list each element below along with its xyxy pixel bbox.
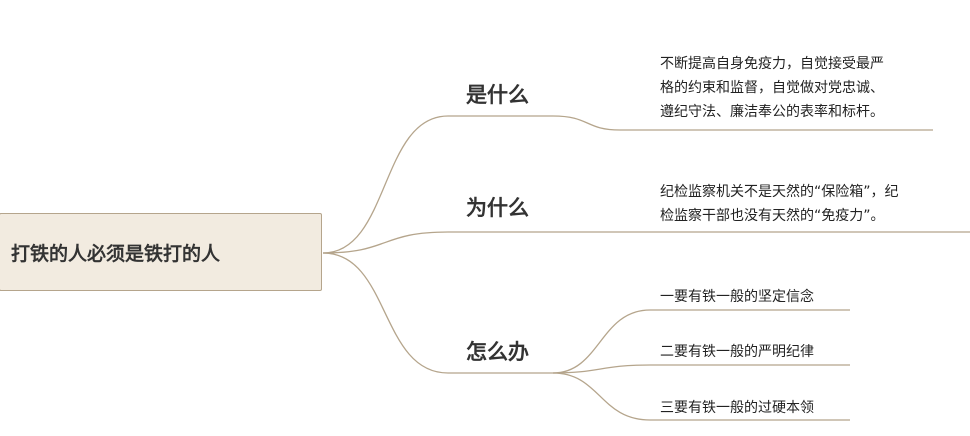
connector-how-3 (552, 372, 850, 421)
connector-how-2 (552, 364, 850, 374)
detail-line: 遵纪守法、廉洁奉公的表率和标杆。 (660, 104, 884, 120)
branch-how[interactable]: 怎么办 (466, 340, 529, 364)
connector-root-what (322, 115, 933, 254)
root-node[interactable]: 打铁的人必须是铁打的人 (0, 213, 322, 291)
detail-line: 检监察干部也没有天然的“免疫力”。 (660, 208, 885, 224)
connector-root-why (322, 231, 970, 254)
branch-what[interactable]: 是什么 (466, 83, 529, 107)
detail-why[interactable]: 纪检监察机关不是天然的“保险箱”，纪 检监察干部也没有天然的“免疫力”。 (660, 180, 899, 228)
detail-line: 不断提高自身免疫力，自觉接受最严 (660, 56, 884, 72)
connector-how-1 (552, 309, 850, 374)
connector-root-how (322, 252, 553, 374)
detail-line: 纪检监察机关不是天然的“保险箱”，纪 (660, 184, 899, 200)
detail-line: 格的约束和监督，自觉做对党忠诚、 (660, 80, 884, 96)
leaf-how-2[interactable]: 二要有铁一般的严明纪律 (660, 344, 814, 360)
root-label: 打铁的人必须是铁打的人 (11, 242, 221, 265)
leaf-how-3[interactable]: 三要有铁一般的过硬本领 (660, 400, 814, 416)
branch-why[interactable]: 为什么 (466, 196, 529, 220)
detail-what[interactable]: 不断提高自身免疫力，自觉接受最严 格的约束和监督，自觉做对党忠诚、 遵纪守法、廉… (660, 52, 884, 124)
leaf-how-1[interactable]: 一要有铁一般的坚定信念 (660, 289, 814, 305)
